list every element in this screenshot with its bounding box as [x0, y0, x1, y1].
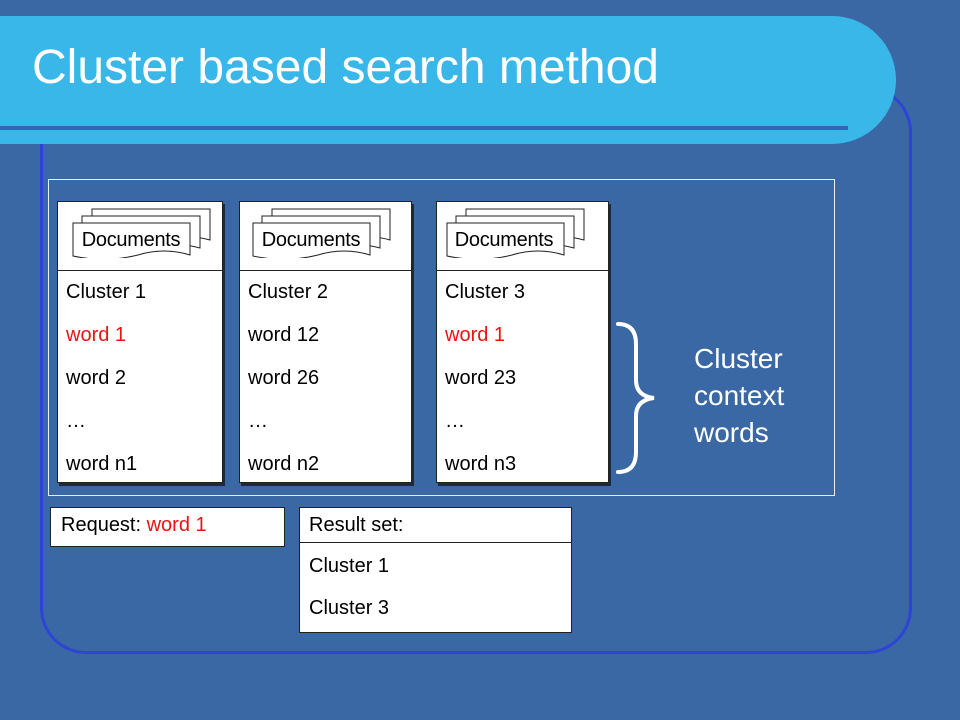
- cluster-word: word 26: [248, 367, 320, 389]
- cluster-word: word 2: [66, 367, 127, 389]
- curly-brace-icon: [616, 322, 655, 474]
- cluster-word: word n3: [445, 453, 517, 475]
- cluster-word: word 12: [248, 324, 320, 346]
- context-words-label: Cluster context words: [694, 340, 824, 451]
- result-set-box: Result set: Cluster 1 Cluster 3: [299, 507, 572, 633]
- request-box: Request: word 1: [50, 507, 285, 547]
- documents-stack-icon: Documents: [252, 208, 392, 258]
- request-word: word 1: [146, 514, 207, 536]
- documents-stack-icon: Documents: [72, 208, 212, 258]
- cluster-card-1: Documents Cluster 1 word 1 word 2 … word…: [57, 201, 223, 483]
- documents-label: Documents: [454, 229, 554, 251]
- request-label: Request:: [61, 514, 147, 536]
- documents-stack-icon: Documents: [441, 208, 585, 258]
- cluster-name: Cluster 1: [66, 281, 147, 303]
- documents-area: Documents: [240, 202, 411, 271]
- cluster-word: word n2: [248, 453, 320, 475]
- context-label-line: context: [694, 380, 785, 411]
- context-label-line: words: [694, 417, 769, 448]
- result-item: Cluster 1: [309, 555, 390, 577]
- slide-title: Cluster based search method: [32, 41, 659, 94]
- documents-label: Documents: [261, 229, 361, 251]
- documents-area: Documents: [58, 202, 222, 271]
- cluster-name: Cluster 3: [445, 281, 526, 303]
- cluster-word: word 23: [445, 367, 517, 389]
- documents-area: Documents: [437, 202, 608, 271]
- title-underline: [0, 126, 848, 130]
- cluster-word-ellipsis: …: [66, 410, 86, 432]
- title-bar: [0, 16, 896, 144]
- cluster-word: word n1: [66, 453, 138, 475]
- documents-label: Documents: [81, 229, 181, 251]
- result-item: Cluster 3: [309, 597, 390, 619]
- cluster-word-ellipsis: …: [445, 410, 465, 432]
- cluster-card-3: Documents Cluster 3 word 1 word 23 … wor…: [436, 201, 609, 483]
- result-set-header: Result set:: [300, 508, 571, 543]
- cluster-word-ellipsis: …: [248, 410, 268, 432]
- context-label-line: Cluster: [694, 343, 783, 374]
- diagram-outline: [48, 179, 835, 496]
- cluster-word: word 1: [66, 324, 127, 346]
- cluster-name: Cluster 2: [248, 281, 329, 303]
- cluster-card-2: Documents Cluster 2 word 12 word 26 … wo…: [239, 201, 412, 483]
- cluster-word: word 1: [445, 324, 506, 346]
